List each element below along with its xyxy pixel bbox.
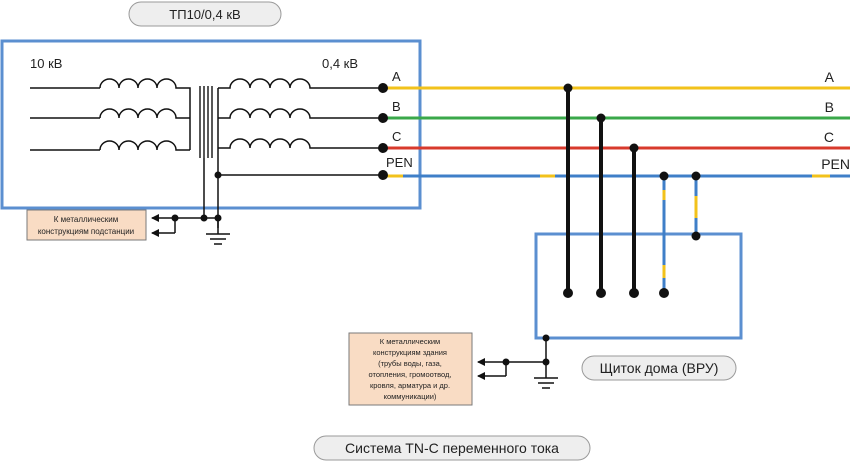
pen-taps xyxy=(662,176,698,293)
panel-label: Щиток дома (ВРУ) xyxy=(600,360,719,376)
secondary-coils xyxy=(203,78,383,228)
substation-title: ТП10/0,4 кВ xyxy=(169,7,240,22)
phase-c-label-right: C xyxy=(824,129,834,145)
panel-tap-dots xyxy=(563,83,701,298)
substation-ground xyxy=(151,214,230,245)
high-voltage-label: 10 кВ xyxy=(30,56,62,71)
substation-title-pill: ТП10/0,4 кВ xyxy=(128,1,282,27)
phase-a-label-left: A xyxy=(392,69,401,84)
substation-terminals xyxy=(378,83,388,180)
phase-a-label-right: A xyxy=(825,69,835,85)
transformer-core xyxy=(199,86,213,158)
low-voltage-label: 0,4 кВ xyxy=(322,56,358,71)
building-note-line-2: конструкциям здания xyxy=(373,348,447,357)
primary-lines xyxy=(30,87,100,151)
building-note-line-5: кровля, арматура и др. xyxy=(370,381,450,390)
phase-b-label-right: B xyxy=(825,99,834,115)
panel-taps xyxy=(566,88,636,293)
building-note: К металлическим конструкциям здания (тру… xyxy=(348,332,473,406)
system-caption: Система TN-C переменного тока xyxy=(345,440,559,456)
system-caption-pill: Система TN-C переменного тока xyxy=(313,435,591,461)
pen-label-left: PEN xyxy=(386,155,413,170)
building-note-line-1: К металлическим xyxy=(380,337,440,346)
substation-frame xyxy=(0,39,422,210)
building-note-line-4: отопления, громоотвод, xyxy=(369,370,452,379)
building-junctions xyxy=(502,334,550,366)
house-panel-frame xyxy=(534,232,743,340)
pen-label-right: PEN xyxy=(821,156,850,172)
substation-note: К металлическим конструкциям подстанции xyxy=(26,209,147,241)
building-note-line-6: коммуникации) xyxy=(384,392,437,401)
building-note-line-3: (трубы воды, газа, xyxy=(378,359,442,368)
phase-lines xyxy=(383,86,850,178)
phase-c-label-left: C xyxy=(392,129,401,144)
substation-note-line-2: конструкциям подстанции xyxy=(38,227,134,236)
phase-b-label-left: B xyxy=(392,99,401,114)
panel-label-pill: Щиток дома (ВРУ) xyxy=(581,355,737,381)
substation-junctions xyxy=(171,171,222,222)
substation-note-line-1: К металлическим xyxy=(54,215,118,224)
primary-coils xyxy=(99,78,191,151)
